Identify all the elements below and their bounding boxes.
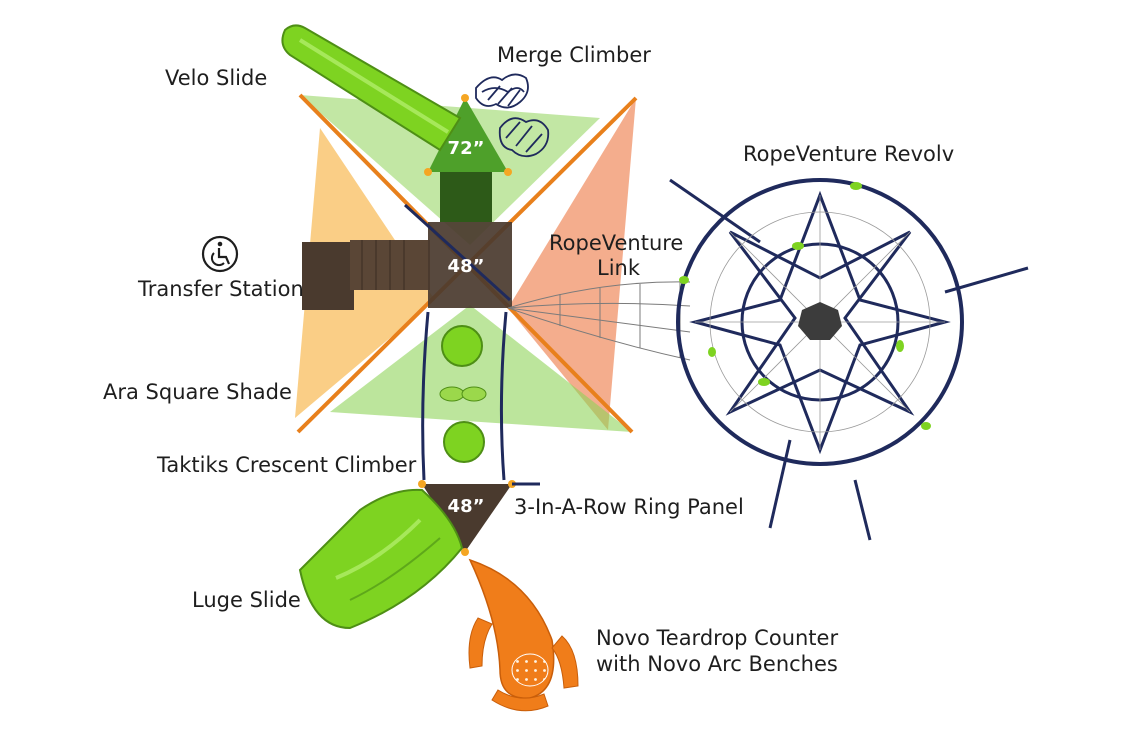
merge-climber — [475, 73, 550, 158]
velo-slide-label: Velo Slide — [165, 66, 268, 90]
shade-sail-right — [508, 98, 636, 430]
novo-teardrop-counter — [468, 558, 579, 712]
ropeventure-link-label-line2: Link — [597, 256, 641, 280]
ropeventure-revolv-label: RopeVenture Revolv — [743, 142, 955, 166]
taktiks-crescent-climber-label: Taktiks Crescent Climber — [157, 453, 417, 477]
velo-slide — [281, 24, 462, 152]
luge-slide-label: Luge Slide — [192, 588, 301, 612]
novo-arc-bench-left — [468, 617, 493, 669]
wheelchair-icon — [201, 235, 239, 273]
ropeventure-revolv — [669, 178, 1029, 541]
bottom-deck — [418, 480, 540, 556]
transfer-station-deck — [302, 240, 430, 310]
top-deck — [424, 94, 512, 222]
shade-sail-bottom — [330, 305, 632, 432]
transfer-station-label: Transfer Station — [138, 277, 304, 301]
novo-arc-bench-right — [551, 635, 579, 689]
taktiks-crescent-climber — [421, 311, 508, 481]
novo-counter-label-line2: with Novo Arc Benches — [596, 652, 838, 676]
deck-height-top: 72” — [448, 138, 485, 159]
deck-height-middle: 48” — [448, 256, 485, 277]
merge-climber-label: Merge Climber — [497, 43, 651, 67]
deck-height-bottom: 48” — [448, 496, 485, 517]
ring-panel-label: 3-In-A-Row Ring Panel — [514, 495, 744, 519]
luge-slide — [298, 488, 464, 630]
novo-arc-bench-bottom — [491, 689, 549, 712]
novo-counter-label-line1: Novo Teardrop Counter — [596, 626, 839, 650]
deck-ramp-a — [403, 203, 512, 302]
ara-square-shade-label: Ara Square Shade — [103, 380, 292, 404]
ropeventure-link-label-line1: RopeVenture — [549, 231, 684, 255]
